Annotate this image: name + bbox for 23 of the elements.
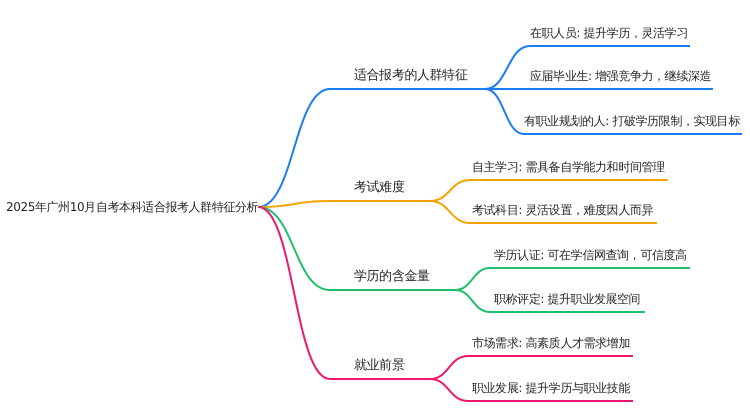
leaf-topic: 职称评定: 提升职业发展空间 bbox=[490, 290, 645, 313]
branch-line bbox=[430, 200, 470, 224]
branch-topic: 学历的含金量 bbox=[330, 268, 455, 291]
branch-line bbox=[258, 88, 330, 208]
branch-topic: 适合报考的人群特征 bbox=[330, 67, 485, 90]
root-topic: 2025年广州10月自考本科适合报考人群特征分析 bbox=[6, 197, 258, 217]
branch-line bbox=[484, 45, 530, 90]
leaf-topic: 考试科目: 灵活设置，难度因人而异 bbox=[470, 201, 657, 224]
leaf-topic: 自主学习: 需具备自学能力和时间管理 bbox=[470, 158, 668, 181]
leaf-topic: 学历认证: 可在学信网查询，可信度高 bbox=[490, 246, 690, 269]
branch-line bbox=[430, 378, 468, 402]
leaf-topic: 有职业规划的人: 打破学历限制，实现目标 bbox=[524, 112, 742, 135]
branch-topic: 就业前景 bbox=[330, 357, 430, 380]
leaf-topic: 在职人员: 提升学历，灵活学习 bbox=[530, 24, 690, 47]
branch-line bbox=[454, 289, 490, 313]
branch-line bbox=[258, 206, 330, 380]
branch-line bbox=[484, 88, 524, 135]
branch-line bbox=[258, 206, 330, 291]
branch-topic: 考试难度 bbox=[330, 179, 430, 202]
leaf-topic: 应届毕业生: 增强竞争力，继续深造 bbox=[530, 67, 713, 90]
branch-line bbox=[485, 88, 530, 90]
leaf-topic: 职业发展: 提升学历与职业技能 bbox=[468, 379, 633, 402]
leaf-topic: 市场需求: 高素质人才需求增加 bbox=[468, 334, 633, 357]
